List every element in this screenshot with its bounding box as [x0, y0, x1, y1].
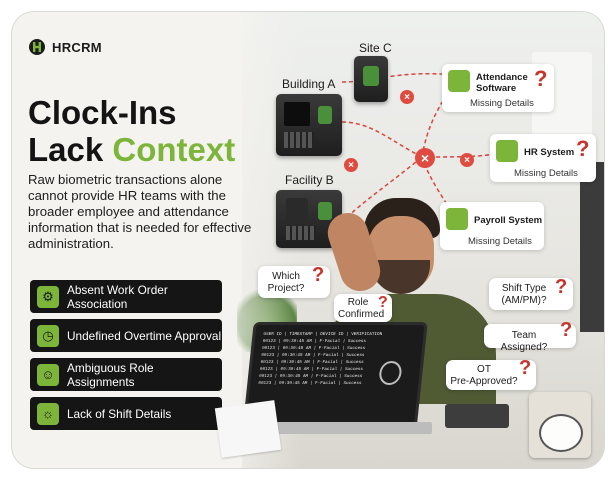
- headline-line-2: Lack Context: [28, 131, 235, 168]
- overtime-icon: ◷: [37, 324, 59, 347]
- pie-chart-icon: [446, 208, 468, 230]
- bubble-text: Shift Type(AM/PM)?: [495, 283, 553, 306]
- man-beard: [372, 260, 430, 294]
- system-name: HR System: [524, 147, 575, 158]
- missing-details-label: Missing Details: [470, 98, 534, 109]
- bubble-line: Confirmed: [338, 308, 385, 320]
- infographic-card: HRCRM Clock-Ins Lack Context Raw biometr…: [12, 12, 604, 468]
- bubble-line: (AM/PM)?: [501, 294, 547, 306]
- terminal-row: 00123 | 09:30:45 AM | F-Facial | Success: [259, 367, 364, 372]
- monitor-icon: [448, 70, 470, 92]
- keypad: [286, 226, 316, 240]
- issue-label: Ambiguous Role Assignments: [67, 360, 154, 389]
- site-c-device: [354, 56, 388, 102]
- issue-role: ☺ Ambiguous Role Assignments: [30, 358, 222, 391]
- question-mark-icon: ?: [555, 276, 568, 298]
- system-name-line-1: Attendance: [476, 72, 528, 83]
- issue-label: Undefined Overtime Approval: [67, 328, 222, 343]
- issue-shift: ☼ Lack of Shift Details: [30, 397, 222, 430]
- clock-icon: [539, 414, 583, 452]
- shelf: [580, 162, 604, 332]
- terminal-row: 00123 | 09:30:45 AM | F-Facial | Success: [260, 360, 364, 365]
- building-a-device: [276, 94, 342, 156]
- terminal-row: 00123 | 09:30:45 AM | F-Facial | Success: [262, 339, 367, 344]
- building-a-label: Building A: [282, 77, 336, 91]
- error-x-icon: ×: [344, 158, 358, 172]
- facility-b-label: Facility B: [285, 173, 334, 187]
- question-mark-icon: ?: [519, 357, 532, 379]
- time-clock-machine: [529, 392, 591, 458]
- terminal-row: 00123 | 09:30:45 AM | F-Facial | Success: [261, 346, 366, 351]
- terminal-row: 00123 | 09:30:45 AM | F-Facial | Success: [258, 381, 362, 386]
- issue-work-order: ⚙ Absent Work Order Association: [30, 280, 222, 313]
- question-mark-icon: ?: [312, 264, 325, 286]
- missing-details-label: Missing Details: [514, 168, 578, 179]
- brand-name: HRCRM: [52, 39, 102, 55]
- laptop-base: [232, 422, 432, 434]
- bubble-line: Role: [347, 297, 369, 308]
- question-mark-icon: ?: [378, 294, 388, 311]
- bubble-line: Which: [272, 271, 300, 282]
- bubble-line: Pre-Approved?: [450, 375, 518, 387]
- bubble-line: Project?: [267, 282, 305, 294]
- error-x-icon: ×: [460, 153, 474, 167]
- shift-type-bubble: Shift Type(AM/PM)? ?: [489, 276, 573, 310]
- question-mark-icon: ?: [560, 319, 573, 341]
- fingerprint-icon: [318, 106, 332, 124]
- shift-icon: ☼: [37, 402, 59, 425]
- issue-label: Absent Work Order Association: [67, 282, 168, 311]
- payroll-system-box: Payroll System Missing Details: [440, 202, 544, 250]
- system-name: Payroll System: [474, 215, 543, 226]
- face-scan-icon: [284, 102, 310, 126]
- site-c-label: Site C: [359, 41, 392, 55]
- headline-plain: Lack: [28, 131, 113, 168]
- error-x-icon: ×: [415, 148, 435, 168]
- error-x-icon: ×: [400, 90, 414, 104]
- hr-system-box: HR System Missing Details ?: [490, 134, 596, 182]
- fingerprint-icon: [378, 361, 403, 385]
- description: Raw biometric transactions alone cannot …: [28, 172, 252, 251]
- fingerprint-icon: [363, 66, 379, 86]
- person-icon: [496, 140, 518, 162]
- keypad: [284, 132, 314, 148]
- missing-details-label: Missing Details: [468, 236, 532, 247]
- role-icon: ☺: [37, 363, 59, 386]
- headline-line-1: Clock-Ins: [28, 94, 177, 131]
- bubble-line: Shift Type: [501, 283, 547, 294]
- issue-overtime: ◷ Undefined Overtime Approval: [30, 319, 222, 352]
- question-mark-icon: ?: [576, 136, 590, 161]
- question-mark-icon: ?: [534, 66, 548, 91]
- terminal-row: 00123 | 09:30:45 AM | F-Facial | Success: [258, 374, 363, 379]
- brand: HRCRM: [28, 38, 102, 56]
- bubble-text: Team Assigned?: [500, 330, 548, 353]
- terminal-header: USER ID | TIMESTAMP | DEVICE ID | VERIFI…: [263, 332, 383, 337]
- paper-stack: [214, 400, 282, 458]
- bubble-line: OT: [477, 364, 491, 375]
- headline-accent: Context: [112, 131, 236, 168]
- team-assigned-bubble: Team Assigned? ?: [484, 319, 576, 353]
- fingerprint-icon: [318, 202, 332, 220]
- system-name-line-2: Software: [476, 83, 517, 94]
- terminal-log: USER ID | TIMESTAMP | DEVICE ID | VERIFI…: [258, 331, 383, 387]
- work-order-icon: ⚙: [37, 285, 59, 308]
- fingerprint-icon: [286, 198, 308, 222]
- hrcrm-logo-icon: [29, 39, 45, 55]
- headline: Clock-Ins Lack Context: [28, 94, 235, 168]
- calculator: [445, 404, 509, 428]
- terminal-row: 00123 | 09:30:45 AM | F-Facial | Success: [260, 353, 365, 358]
- issue-label: Lack of Shift Details: [67, 406, 172, 421]
